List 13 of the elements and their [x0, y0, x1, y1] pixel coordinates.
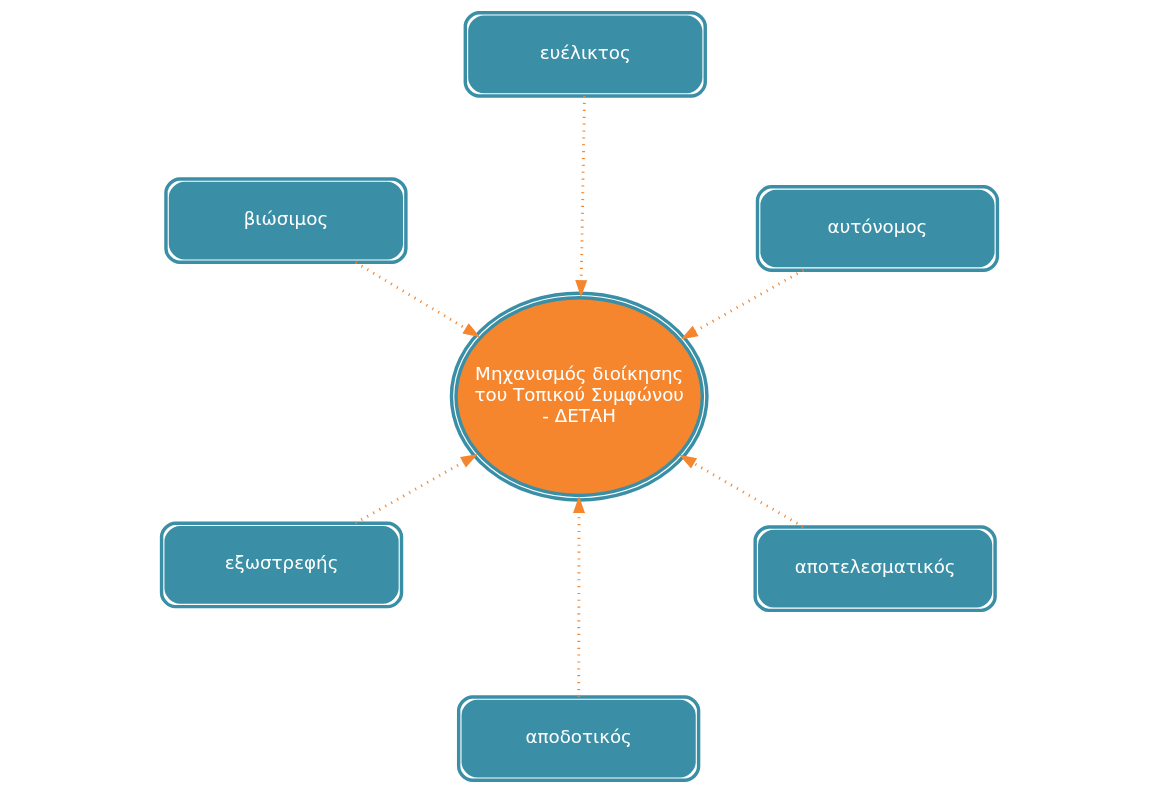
node-box: αποτελεσματικός	[753, 525, 997, 613]
arrow	[680, 269, 805, 340]
node-box: αυτόνομος	[755, 185, 1000, 272]
arrow	[354, 453, 478, 525]
node-box: εξωστρεφής	[159, 521, 404, 609]
arrow	[575, 96, 588, 298]
node-box: αποδοτικός	[456, 695, 701, 783]
arrow	[355, 261, 481, 338]
arrow	[573, 495, 586, 697]
node-box: βιώσιμος	[164, 177, 408, 265]
node-box: ευέλικτος	[463, 10, 707, 98]
node-ellipse: Μηχανισμός διοίκησης του Τοπικού Συμφώνου - ΔΕΤΑΗ	[449, 291, 709, 502]
arrow	[679, 454, 804, 528]
